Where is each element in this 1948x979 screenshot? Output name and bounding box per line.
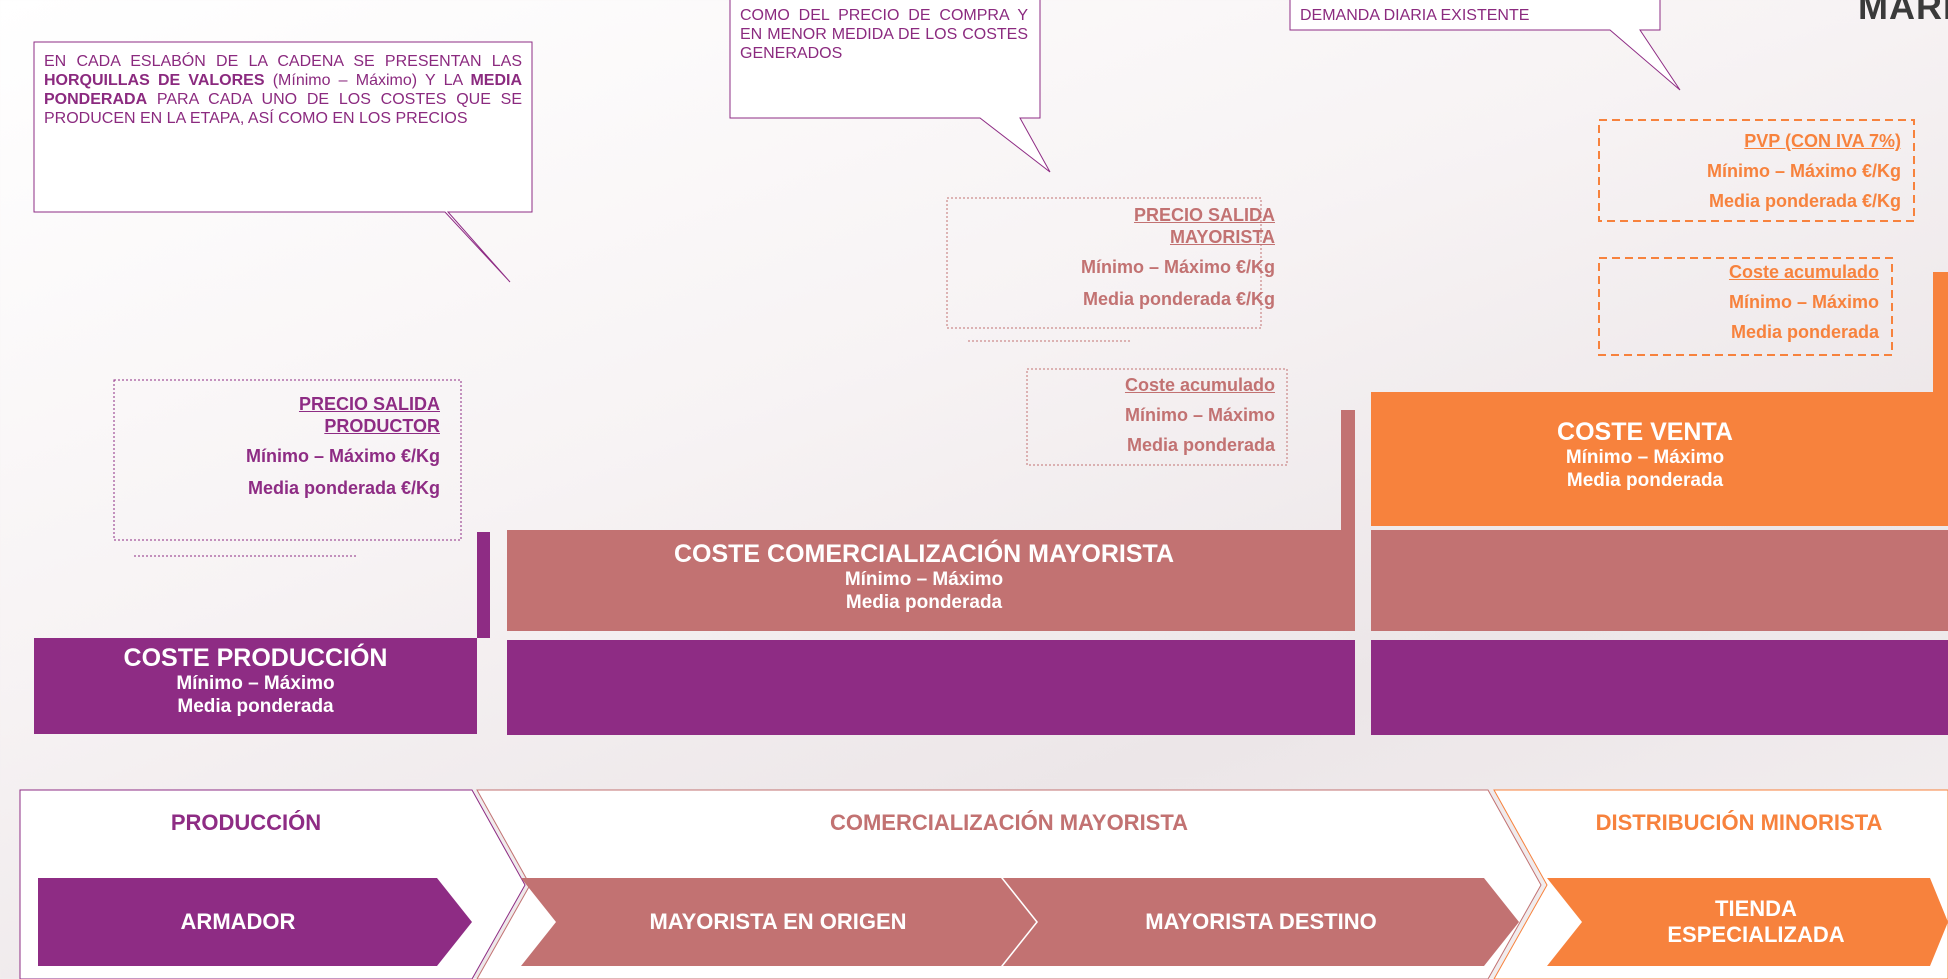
logo: MARI xyxy=(1858,0,1948,27)
chevron-mayorista-destino xyxy=(1003,878,1519,966)
precio-mayorista-box xyxy=(946,197,1262,329)
chevron-tienda-label: TIENDA ESPECIALIZADA xyxy=(1667,896,1845,947)
precio-productor-box xyxy=(113,379,462,541)
stage-minorista-title: DISTRIBUCIÓN MINORISTA xyxy=(1595,810,1883,835)
callout-left-text: EN CADA ESLABÓN DE LA CADENA SE PRESENTA… xyxy=(44,53,523,127)
precio-productor-label: PRECIO SALIDA PRODUCTOR Mínimo – Máximo … xyxy=(245,394,440,498)
callout-middle-text: COMO DEL PRECIO DE COMPRA Y EN MENOR MED… xyxy=(740,7,1028,62)
bar-produccion xyxy=(34,638,477,734)
chevron-mayorista-destino-label: MAYORISTA DESTINO xyxy=(1145,909,1377,934)
pvp-label: PVP (CON IVA 7%) Mínimo – Máximo €/Kg Me… xyxy=(1706,131,1901,211)
bar-mayorista xyxy=(507,530,1355,631)
bar-produccion-label: COSTE PRODUCCIÓN Mínimo – Máximo Media p… xyxy=(123,644,388,717)
chevron-mayorista-origen xyxy=(521,878,1036,966)
coste-acum-minorista-label: Coste acumulado Mínimo – Máximo Media po… xyxy=(1728,262,1879,342)
stem-mayorista xyxy=(1341,410,1355,530)
callout-middle-shape xyxy=(729,0,1051,173)
bar-venta-label: COSTE VENTA Mínimo – Máximo Media ponder… xyxy=(1557,418,1733,491)
bar-venta-base xyxy=(1371,640,1948,735)
stage-produccion-title: PRODUCCIÓN xyxy=(170,810,322,835)
callout-right-shape xyxy=(1289,0,1681,91)
bar-venta xyxy=(1371,392,1948,526)
coste-acum-mayorista-box xyxy=(1026,368,1288,466)
bar-mayorista-base xyxy=(507,640,1355,735)
stage-mayorista-title: COMERCIALIZACIÓN MAYORISTA xyxy=(829,810,1189,835)
stem-produccion xyxy=(477,532,490,638)
chevron-armador-label: ARMADOR xyxy=(180,909,296,934)
stem-venta xyxy=(1933,272,1948,392)
bar-mayorista-label: COSTE COMERCIALIZACIÓN MAYORISTA Mínimo … xyxy=(673,540,1174,613)
precio-mayorista-label: PRECIO SALIDA MAYORISTA Mínimo – Máximo … xyxy=(1080,205,1275,309)
chevron-tienda xyxy=(1547,878,1948,966)
pvp-box xyxy=(1598,119,1915,222)
callout-right-text: DEMANDA DIARIA EXISTENTE xyxy=(1300,7,1530,24)
chevron-mayorista-origen-label: MAYORISTA EN ORIGEN xyxy=(649,909,907,934)
coste-acum-mayorista-label: Coste acumulado Mínimo – Máximo Media po… xyxy=(1124,375,1275,455)
coste-acum-minorista-box xyxy=(1598,257,1893,356)
bar-venta-mid xyxy=(1371,530,1948,631)
callout-left-shape xyxy=(33,41,533,283)
chevron-armador xyxy=(38,878,472,966)
